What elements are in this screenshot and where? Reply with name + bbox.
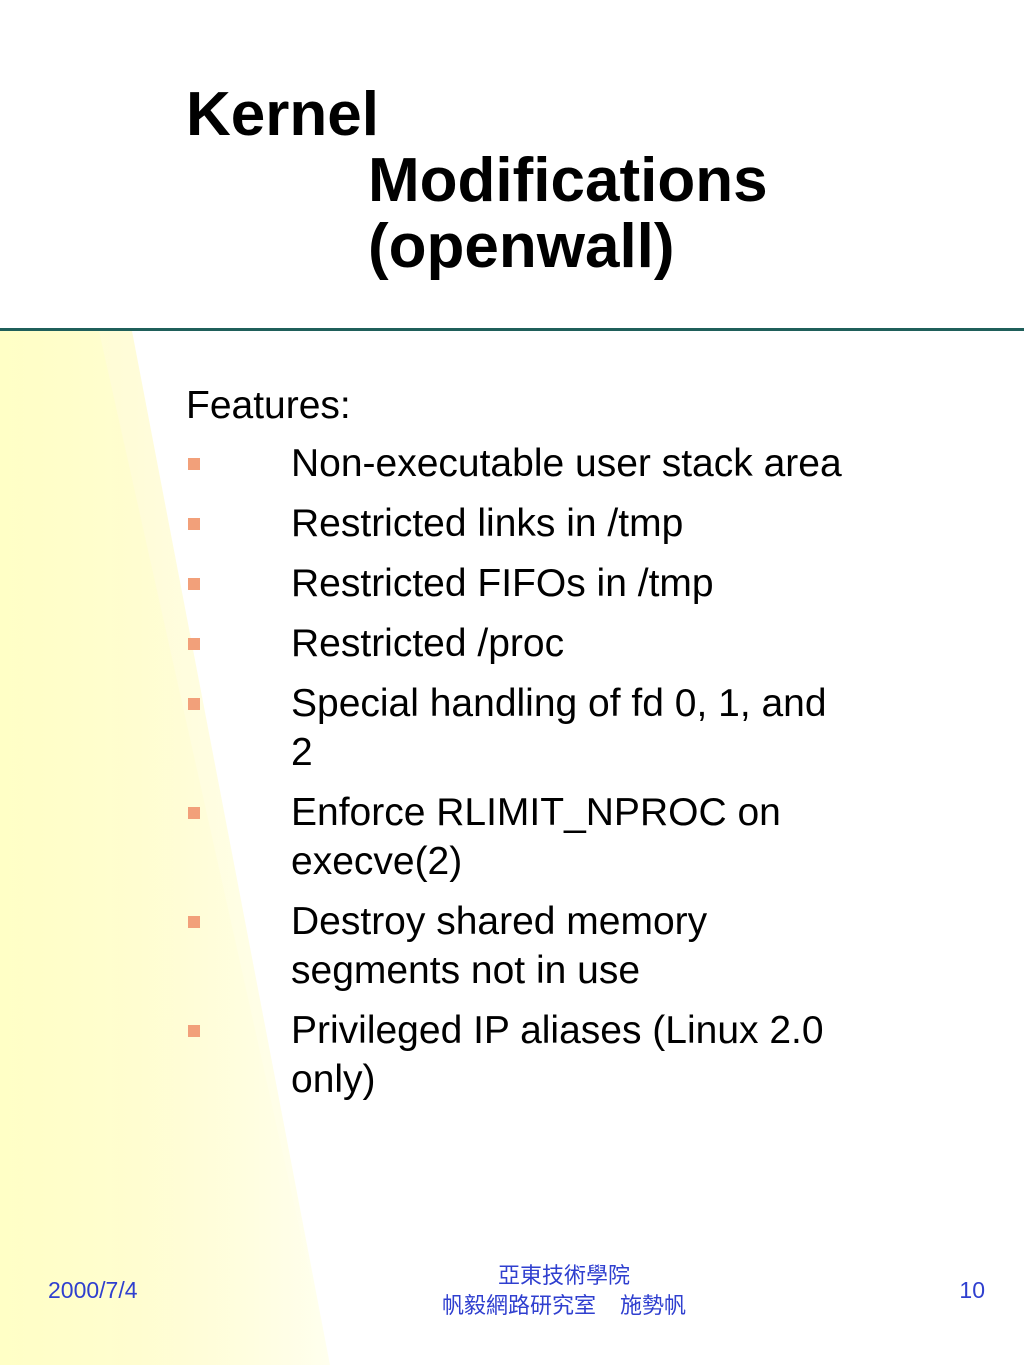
list-item: Restricted links in /tmp (186, 499, 851, 548)
bullet-square-icon (188, 638, 200, 650)
list-item: Privileged IP aliases (Linux 2.0 only) (186, 1006, 851, 1104)
slide-title: Kernel Modifications (openwall) (186, 82, 886, 280)
title-line-1: Kernel (186, 80, 379, 149)
feature-list: Non-executable user stack area Restricte… (186, 439, 866, 1104)
list-item-text: Enforce RLIMIT_NPROC on execve(2) (291, 791, 781, 883)
list-item-text: Restricted /proc (291, 622, 565, 665)
list-item-text: Special handling of fd 0, 1, and 2 (291, 682, 827, 774)
bullet-square-icon (188, 578, 200, 590)
bullet-square-icon (188, 458, 200, 470)
footer-credits: 亞東技術學院 帆毅網路研究室施勢帆 (364, 1262, 764, 1322)
list-item-text: Privileged IP aliases (Linux 2.0 only) (291, 1009, 824, 1101)
page-number: 10 (959, 1277, 985, 1303)
footer-institution: 亞東技術學院 (497, 1264, 630, 1289)
title-line-2: Modifications (368, 146, 768, 215)
footer-date: 2000/7/4 (48, 1277, 138, 1303)
bullet-square-icon (188, 916, 200, 928)
title-divider (0, 328, 1024, 331)
footer-author: 施勢帆 (620, 1294, 687, 1319)
bullet-square-icon (188, 698, 200, 710)
list-item-text: Restricted links in /tmp (291, 502, 684, 545)
list-item: Restricted FIFOs in /tmp (186, 559, 851, 608)
bullet-square-icon (188, 518, 200, 530)
list-item-text: Non-executable user stack area (291, 442, 842, 485)
bullet-square-icon (188, 1025, 200, 1037)
features-heading: Features: (186, 384, 351, 427)
list-item: Special handling of fd 0, 1, and 2 (186, 679, 851, 777)
bullet-square-icon (188, 807, 200, 819)
list-item-text: Restricted FIFOs in /tmp (291, 562, 714, 605)
list-item: Non-executable user stack area (186, 439, 851, 488)
list-item: Enforce RLIMIT_NPROC on execve(2) (186, 788, 851, 886)
footer-lab: 帆毅網路研究室 (441, 1294, 596, 1319)
list-item: Destroy shared memory segments not in us… (186, 897, 851, 995)
slide-body: Features: Non-executable user stack area… (186, 380, 866, 1115)
title-line-3: (openwall) (368, 212, 675, 281)
footer-lab-line: 帆毅網路研究室施勢帆 (364, 1292, 764, 1322)
list-item-text: Destroy shared memory segments not in us… (291, 900, 708, 992)
list-item: Restricted /proc (186, 619, 851, 668)
